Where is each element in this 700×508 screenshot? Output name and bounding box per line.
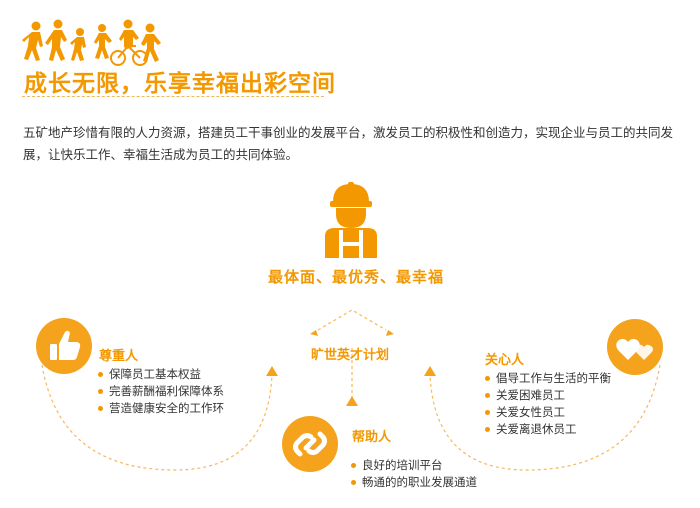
title-divider [22,96,324,97]
list-item: 畅通的的职业发展通道 [351,474,477,491]
help-title: 帮助人 [352,430,392,445]
list-item: 良好的培训平台 [351,457,477,474]
list-item: 关爱困难员工 [485,387,611,404]
list-item: 完善薪酬福利保障体系 [98,383,224,400]
care-title: 关心人 [485,353,525,368]
family-silhouette-icon [22,19,161,66]
chain-link-icon [282,416,338,472]
thumbs-up-icon [36,318,92,374]
care-list: 倡导工作与生活的平衡 关爱困难员工 关爱女性员工 关爱离退休员工 [485,370,611,438]
goal-statement: 最体面、最优秀、最幸福 [268,268,445,286]
list-item: 营造健康安全的工作环 [98,400,224,417]
list-item: 保障员工基本权益 [98,366,224,383]
list-item: 关爱离退休员工 [485,421,611,438]
hearts-icon [607,319,663,375]
intro-paragraph: 五矿地产珍惜有限的人力资源，搭建员工干事创业的发展平台，激发员工的积极性和创造力… [23,125,674,162]
talent-plan-label: 旷世英才计划 [310,348,389,363]
respect-list: 保障员工基本权益 完善薪酬福利保障体系 营造健康安全的工作环 [98,366,224,417]
respect-title: 尊重人 [99,349,139,364]
list-item: 倡导工作与生活的平衡 [485,370,611,387]
worker-helmet-icon [325,182,377,258]
help-list: 良好的培训平台 畅通的的职业发展通道 [351,457,477,491]
page-title: 成长无限，乐享幸福出彩空间 [24,71,336,97]
list-item: 关爱女性员工 [485,404,611,421]
